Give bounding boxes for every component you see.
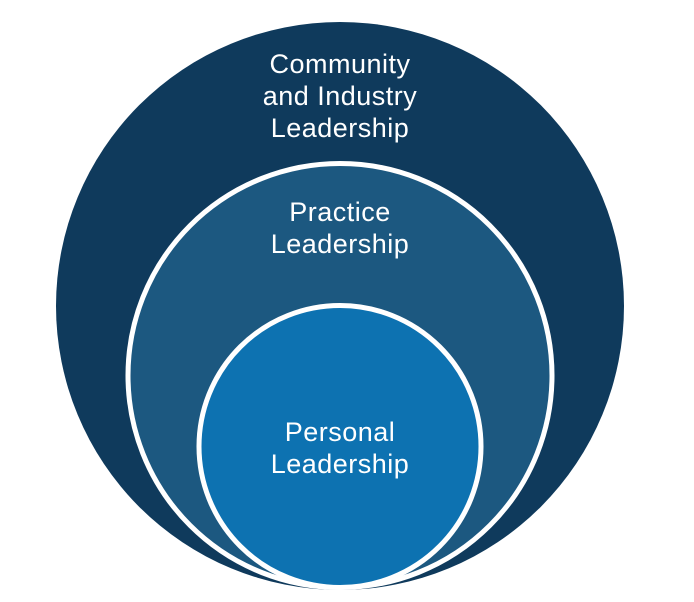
outer-circle-label-line-3: Leadership — [271, 113, 410, 143]
inner-circle-label-line-1: Personal — [285, 417, 396, 447]
inner-circle-separator-ring — [196, 303, 484, 590]
middle-circle-label-line-1: Practice — [289, 197, 391, 227]
inner-circle-label-line-2: Leadership — [271, 449, 410, 479]
outer-circle-label-line-2: and Industry — [263, 81, 418, 111]
outer-circle-label-line-1: Community — [269, 49, 410, 79]
inner-circle-personal-leadership — [199, 305, 481, 588]
middle-circle-label-line-2: Leadership — [271, 229, 410, 259]
